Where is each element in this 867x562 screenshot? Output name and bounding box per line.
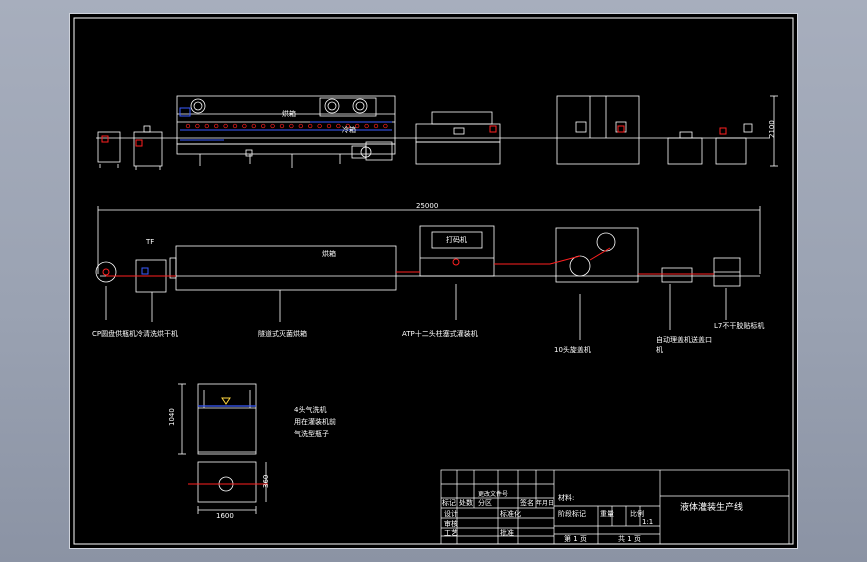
elevation-view — [96, 95, 778, 170]
capper-turret — [596, 232, 616, 252]
filler-top — [431, 111, 493, 125]
height-dim-label: 2100 — [768, 120, 776, 138]
detail-view — [178, 383, 267, 514]
heater-dot — [195, 123, 200, 129]
drawing-sheet: 烘箱 冷箱 2100 25000 TF 烘箱 打码机 CP圆盘供瓶机 冷清洗烘干… — [70, 14, 797, 548]
detail-side-dim: 360 — [262, 474, 270, 488]
sign-label: 签名 — [520, 499, 534, 507]
tf-label: TF — [146, 238, 155, 246]
cooler-label: 冷箱 — [342, 126, 356, 134]
callout-washer: 冷清洗烘干机 — [136, 330, 178, 338]
material-label: 材料: — [558, 494, 575, 502]
sheet-border — [73, 17, 794, 545]
std-label: 标准化 — [500, 510, 521, 518]
heater-dot — [383, 123, 388, 129]
cap-feeder-plan — [661, 267, 693, 283]
elevation-accents — [101, 107, 727, 147]
feeder-table — [97, 131, 121, 163]
heater-dot — [298, 123, 303, 129]
oven-heater-dots — [185, 123, 388, 129]
collect-table — [715, 137, 747, 165]
detail-plan — [197, 461, 257, 503]
sheet-label: 第 1 页 — [564, 535, 587, 543]
overall-length-label: 25000 — [416, 202, 439, 210]
count-label: 处数 — [459, 499, 473, 507]
scale-value: 1:1 — [642, 518, 654, 526]
scale-label: 比例 — [630, 510, 644, 518]
zone-label: 分区 — [478, 499, 492, 507]
detail-elevation — [197, 383, 257, 455]
capper-head — [569, 255, 591, 277]
plan-view — [95, 206, 761, 340]
module-label: 打码机 — [446, 236, 467, 244]
heater-dot — [373, 123, 379, 129]
heater-dot — [185, 123, 191, 129]
heater-dot — [364, 123, 369, 129]
labeller-body — [667, 137, 703, 165]
oven-label: 烘箱 — [282, 110, 296, 118]
heater-dot — [214, 123, 219, 129]
rotary-table — [95, 261, 117, 283]
stage-label: 阶段标记 — [558, 510, 586, 518]
craft-label: 工艺 — [444, 529, 458, 537]
detail-height-dim: 1040 — [168, 408, 176, 426]
filler-body — [415, 123, 501, 143]
total-label: 共 1 页 — [618, 535, 641, 543]
heater-dot — [308, 123, 313, 129]
fan-right-1 — [324, 98, 340, 114]
check-label: 审核 — [444, 520, 458, 528]
heater-dot — [336, 123, 341, 129]
heater-dot — [355, 123, 360, 129]
plan-accents — [102, 247, 714, 277]
heater-dot — [317, 123, 322, 129]
detail-note-2: 用在灌装机前 — [294, 418, 336, 426]
date-label: 年月日 — [536, 500, 555, 507]
heater-dot — [289, 123, 294, 129]
callout-cap-feeder-2: 机 — [656, 346, 663, 354]
capper-plan — [555, 227, 639, 283]
heater-dot — [279, 123, 285, 129]
detail-note-1: 4头气洗机 — [294, 406, 327, 414]
heater-dot — [251, 123, 256, 129]
callout-oven: 隧道式灭菌烘箱 — [258, 330, 307, 338]
oven-plan-label: 烘箱 — [322, 250, 336, 258]
oven-plan — [175, 245, 397, 291]
heater-dot — [261, 123, 266, 129]
detail-accents — [188, 397, 268, 485]
change-label: 更改文件号 — [478, 491, 509, 498]
heater-dot — [223, 123, 228, 129]
callout-cap-feeder: 自动理盖机送盖口 — [656, 336, 712, 344]
fan-left — [190, 98, 206, 114]
heater-dot — [326, 123, 332, 129]
heater-dot — [204, 123, 209, 129]
callout-filler: ATP十二头柱塞式灌装机 — [402, 330, 478, 338]
approve-label: 批准 — [500, 529, 514, 537]
title-block — [440, 469, 790, 545]
weight-label: 重量 — [600, 510, 614, 518]
detail-width-dim: 1600 — [216, 512, 234, 520]
cad-drawing — [73, 17, 794, 545]
design-label: 设计 — [444, 510, 458, 518]
heater-dot — [270, 123, 275, 129]
callout-capper: 10头旋盖机 — [554, 346, 591, 354]
project-title: 液体灌装生产线 — [680, 503, 744, 513]
heater-dot — [232, 123, 238, 129]
callout-feeder: CP圆盘供瓶机 — [92, 330, 137, 338]
washer-unit — [133, 131, 163, 167]
heater-dot — [345, 123, 350, 129]
rev-label: 标记 — [442, 499, 456, 507]
detail-note-3: 气洗型瓶子 — [294, 430, 329, 438]
filler-plan — [419, 225, 495, 277]
capper-frame — [556, 95, 640, 165]
fan-right-2 — [352, 98, 368, 114]
motor-box — [365, 141, 393, 161]
heater-dot — [242, 123, 247, 129]
callout-labeller: L7不干胶贴标机 — [714, 322, 765, 330]
